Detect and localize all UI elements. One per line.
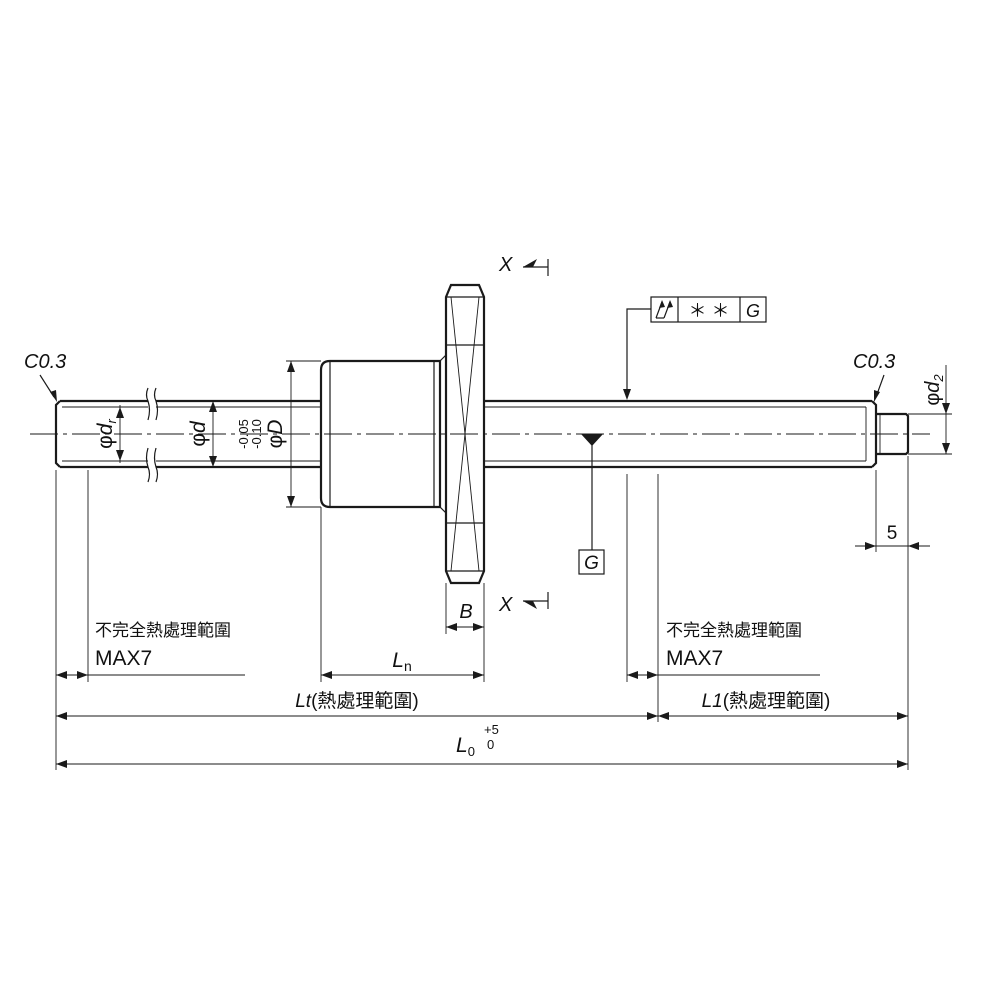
dim-L1: L1(熱處理範圍) <box>658 690 908 720</box>
svg-text:X: X <box>498 594 513 616</box>
total-runout-icon <box>655 300 673 319</box>
dim-dr: φdr <box>94 405 124 463</box>
svg-text:MAX7: MAX7 <box>95 647 152 670</box>
dim-L0: L0 +5 0 <box>56 722 908 768</box>
dim-Ln: Ln <box>320 507 484 682</box>
svg-text:不完全熱處理範圍: 不完全熱處理範圍 <box>666 621 802 640</box>
svg-text:MAX7: MAX7 <box>666 647 723 670</box>
svg-text:φdr: φdr <box>94 419 119 449</box>
incomplete-zone-left: 不完全熱處理範圍 MAX7 <box>55 470 245 770</box>
dim-5: 5 <box>855 456 930 770</box>
tol-lower: -0.10 <box>249 419 264 449</box>
svg-text:不完全熱處理範圍: 不完全熱處理範圍 <box>95 621 231 640</box>
svg-text:L0: L0 <box>456 734 475 759</box>
svg-text:C0.3: C0.3 <box>24 351 66 373</box>
nut-body <box>319 359 442 509</box>
svg-text:X: X <box>498 254 513 276</box>
chamfer-right-callout: C0.3 <box>853 351 895 402</box>
svg-text:5: 5 <box>887 523 898 544</box>
dim-B: B <box>445 583 485 682</box>
tolerance-value: ＊ ＊ <box>688 301 729 321</box>
left-shaft <box>54 387 320 483</box>
tolerance-datum: G <box>746 301 760 321</box>
svg-text:B: B <box>459 601 472 623</box>
nut-flange <box>439 283 486 585</box>
tol-upper: -0.05 <box>236 419 251 449</box>
dim-D: φD -0.05 -0.10 <box>236 360 321 508</box>
incomplete-zone-right: 不完全熱處理範圍 MAX7 <box>626 474 820 722</box>
dim-d2: φd2 <box>908 365 952 455</box>
dim-Lt: Lt(熱處理範圍) <box>56 690 658 720</box>
svg-text:φd: φd <box>187 420 210 447</box>
right-shaft <box>484 399 910 469</box>
section-mark-top: X <box>498 254 549 276</box>
datum-g: G <box>578 434 605 575</box>
dim-d: φd <box>187 401 217 467</box>
svg-text:L1(熱處理範圍): L1(熱處理範圍) <box>702 690 831 712</box>
svg-text:C0.3: C0.3 <box>853 351 895 373</box>
geometric-tolerance-frame: ＊ ＊ G <box>623 296 767 400</box>
chamfer-left-callout: C0.3 <box>24 351 66 402</box>
svg-text:φd2: φd2 <box>922 374 946 406</box>
datum-g-label: G <box>584 553 599 574</box>
svg-text:Ln: Ln <box>392 649 411 674</box>
svg-text:+5: +5 <box>484 722 499 737</box>
svg-text:Lt(熱處理範圍): Lt(熱處理範圍) <box>295 690 419 712</box>
svg-text:0: 0 <box>487 737 494 752</box>
svg-text:φD: φD <box>264 420 287 449</box>
section-mark-bottom: X <box>498 592 549 616</box>
